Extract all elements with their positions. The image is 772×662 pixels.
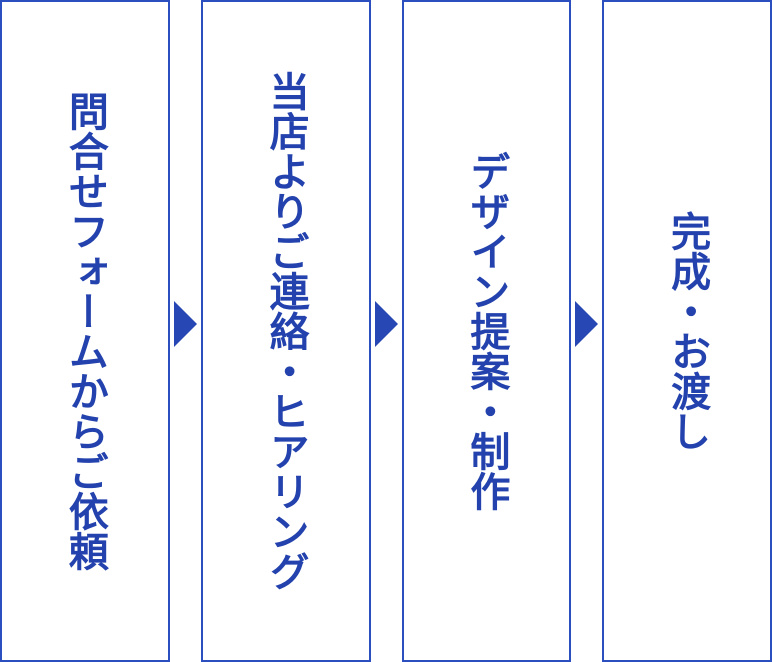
step-label-inquiry: 問合せフォームからご依頼 bbox=[61, 91, 108, 571]
arrow-gap-2 bbox=[371, 0, 402, 662]
step-label-design-production: デザイン提案・制作 bbox=[463, 151, 510, 511]
arrow-right-icon bbox=[173, 301, 197, 347]
step-box-inquiry: 問合せフォームからご依頼 bbox=[0, 0, 170, 662]
arrow-gap-3 bbox=[571, 0, 602, 662]
step-box-design-production: デザイン提案・制作 bbox=[401, 0, 572, 662]
arrow-gap-1 bbox=[170, 0, 201, 662]
step-box-contact-hearing: 当店よりご連絡・ヒアリング bbox=[200, 0, 371, 662]
step-label-completion-delivery: 完成・お渡し bbox=[664, 211, 711, 451]
arrow-right-icon bbox=[374, 301, 398, 347]
step-box-completion-delivery: 完成・お渡し bbox=[602, 0, 772, 662]
step-label-contact-hearing: 当店よりご連絡・ヒアリング bbox=[262, 71, 309, 591]
arrow-right-icon bbox=[575, 301, 599, 347]
